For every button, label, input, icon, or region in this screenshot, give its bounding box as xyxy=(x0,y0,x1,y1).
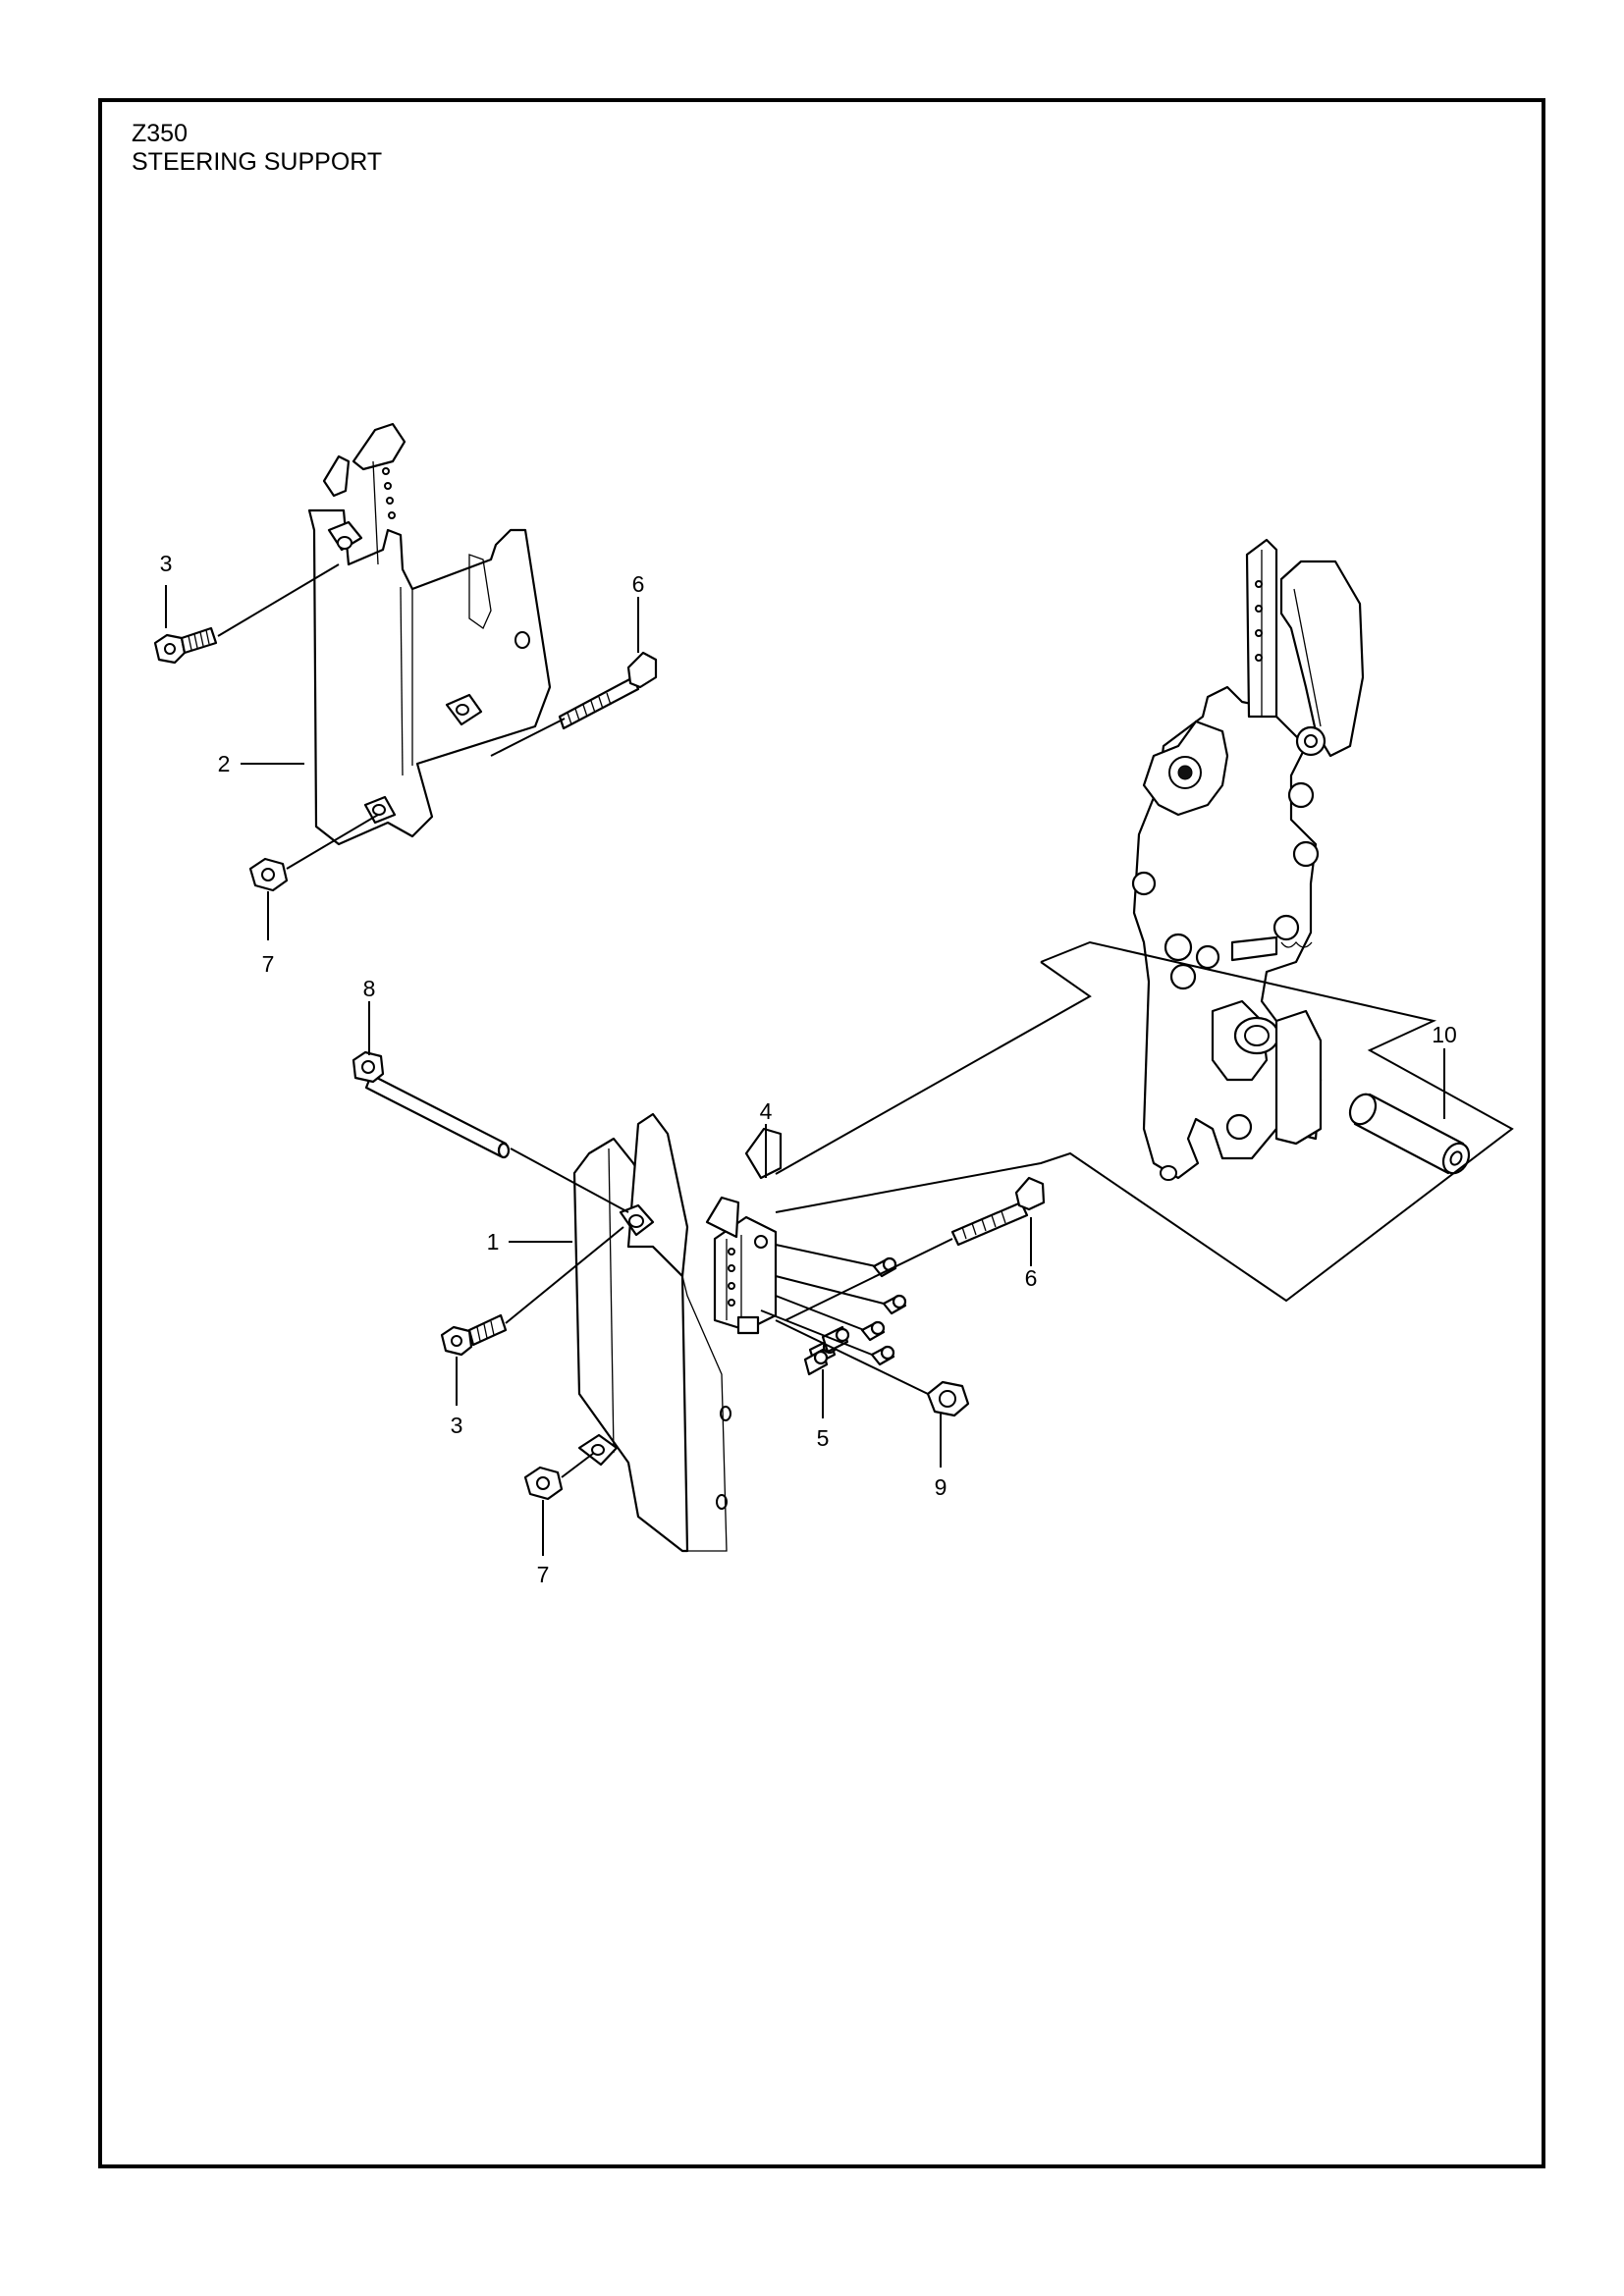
callout-3-lower: 3 xyxy=(451,1413,463,1438)
nut-part-7-upper xyxy=(248,857,289,892)
page-title: STEERING SUPPORT xyxy=(132,148,383,176)
callout-8: 8 xyxy=(363,976,376,1001)
callout-labels: 3 6 2 7 8 10 4 1 6 3 5 9 7 xyxy=(160,551,1457,1587)
callout-10: 10 xyxy=(1432,1022,1457,1047)
callout-leaders xyxy=(165,585,1445,1556)
drawing-frame xyxy=(98,98,1545,2168)
callout-7: 7 xyxy=(262,951,275,977)
leader-line xyxy=(217,563,340,637)
long-bolt-part-6-lower xyxy=(950,1176,1046,1247)
screw-part-3-upper xyxy=(153,626,218,665)
leader-line xyxy=(510,1148,629,1213)
callout-3: 3 xyxy=(160,551,173,576)
spacer-tube-part-10 xyxy=(1348,1093,1471,1175)
leader-line xyxy=(490,718,566,757)
leader-line xyxy=(505,1226,624,1324)
long-pin-part-8 xyxy=(352,1050,511,1159)
lower-bracket-part-1 xyxy=(572,1112,731,1553)
nut-part-7-lower xyxy=(523,1466,564,1501)
callout-1: 1 xyxy=(487,1229,500,1255)
model-code: Z350 xyxy=(132,120,188,147)
leader-lines xyxy=(760,1238,953,1356)
screw-part-3-lower xyxy=(440,1313,508,1357)
callout-9: 9 xyxy=(935,1474,947,1500)
leader-line xyxy=(286,814,379,870)
diagram-header: Z350 STEERING SUPPORT xyxy=(132,120,382,177)
assembly-outline xyxy=(775,940,1514,1303)
screws-part-5 xyxy=(803,1256,907,1376)
assembly-outline xyxy=(775,961,1092,1175)
upper-bracket-part-2 xyxy=(307,422,552,846)
callout-6-lower: 6 xyxy=(1025,1265,1038,1291)
leader-line xyxy=(561,1452,595,1478)
callout-2: 2 xyxy=(218,751,231,776)
leader-line xyxy=(775,1319,929,1395)
callout-7-lower: 7 xyxy=(537,1562,550,1587)
long-bolt-part-6-upper xyxy=(558,651,658,730)
callout-5: 5 xyxy=(817,1425,830,1451)
flange-nut-part-9 xyxy=(926,1380,970,1417)
clamp-bracket-part-4 xyxy=(705,1127,783,1335)
callout-4: 4 xyxy=(760,1098,773,1124)
steering-control-assembly xyxy=(1131,538,1365,1181)
callout-6: 6 xyxy=(632,571,645,597)
